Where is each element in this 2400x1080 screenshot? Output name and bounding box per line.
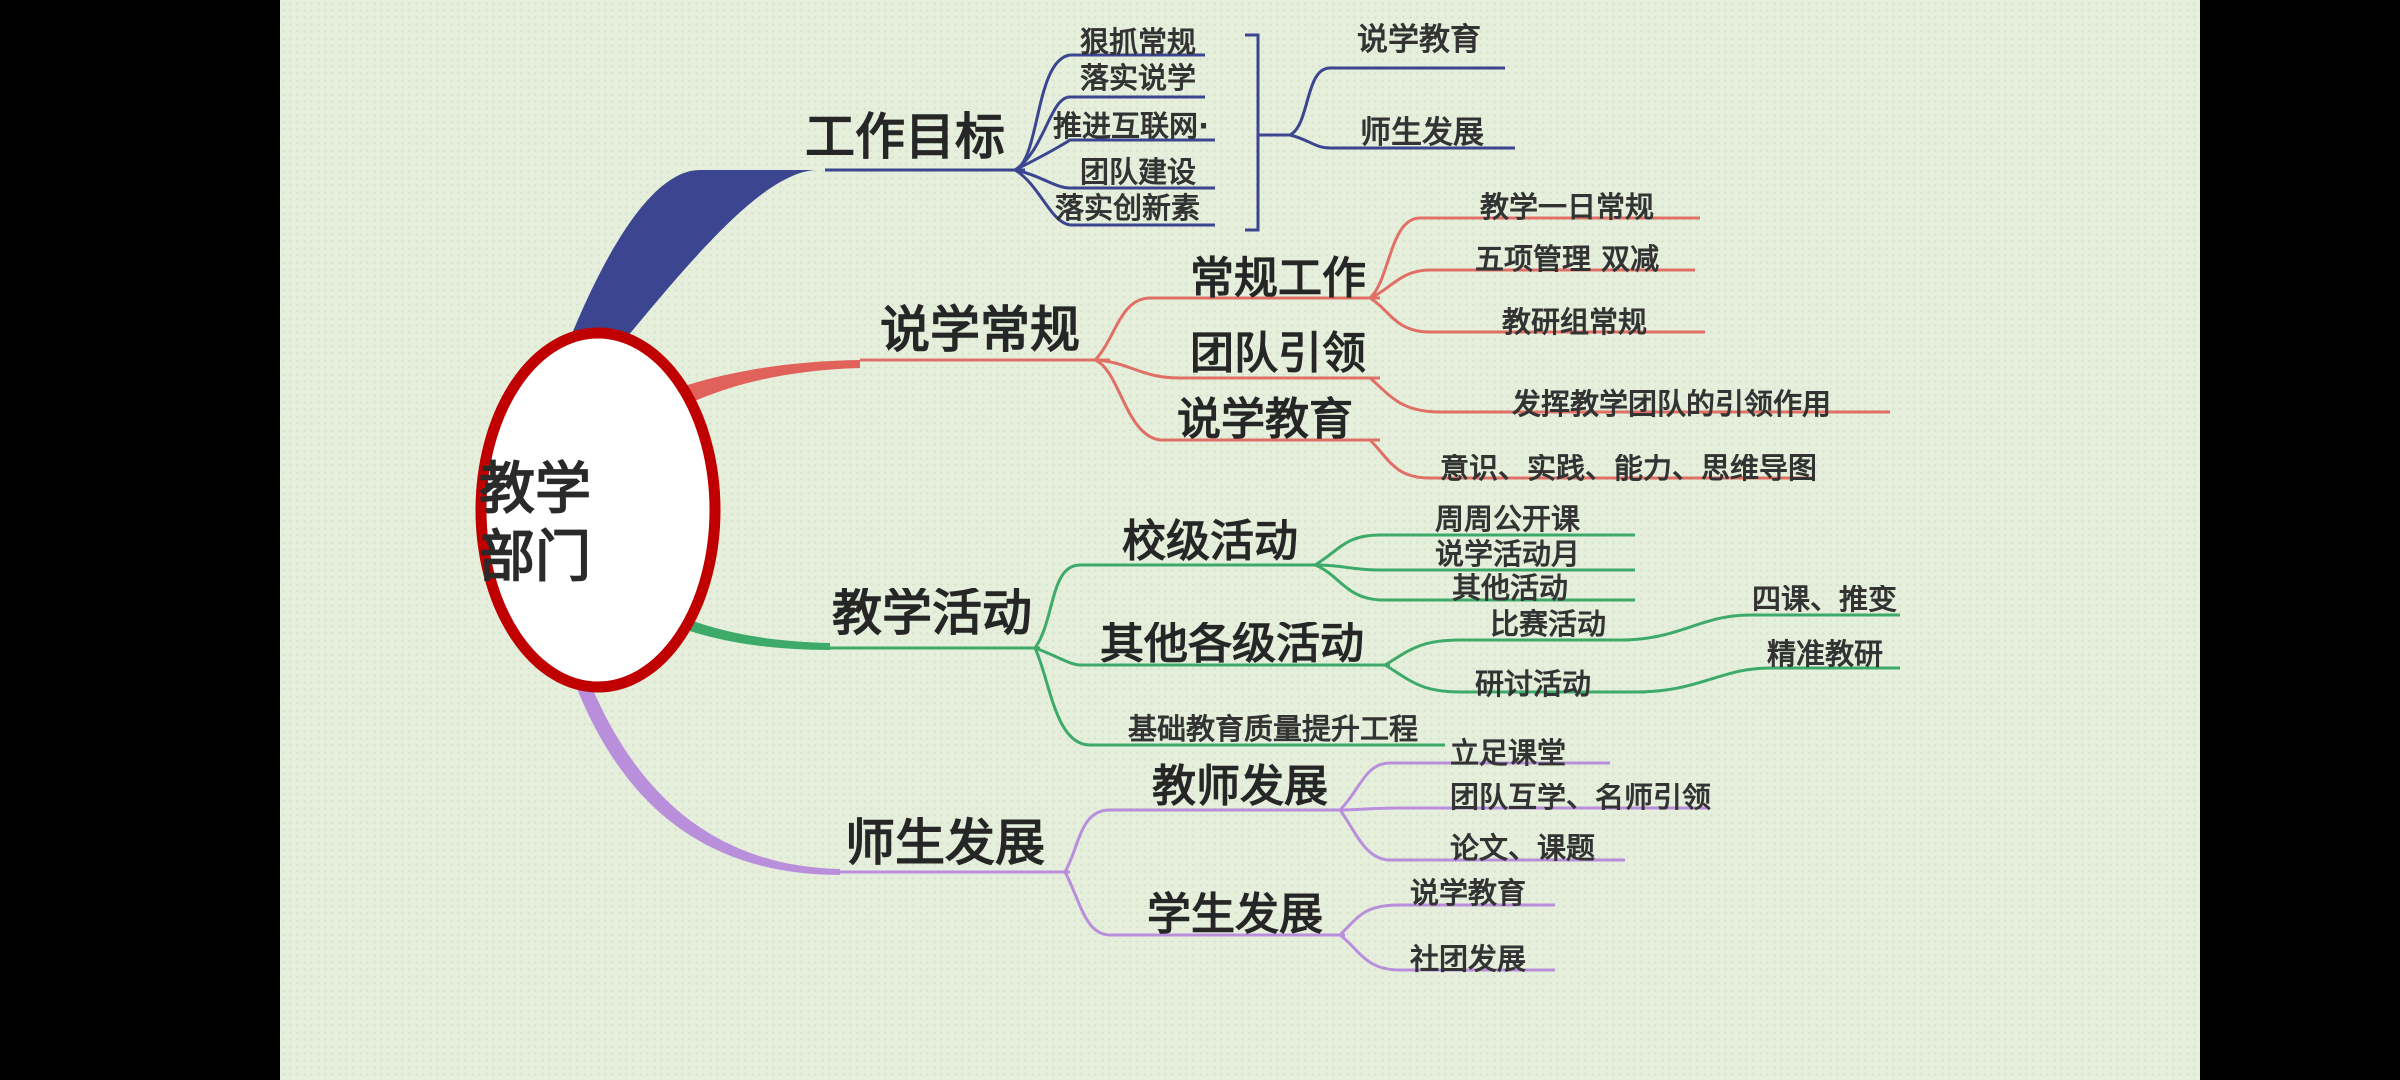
goal-result: 说学教育 [1357, 22, 1481, 58]
activity-other-leaf: 比赛活动 [1490, 607, 1607, 641]
routine-sub: 团队引领 [1190, 328, 1366, 379]
teacher-leaf: 团队互学、名师引领 [1450, 783, 1712, 812]
goal-item: 落实说学 [1080, 61, 1197, 95]
routine-leaf: 发挥教学团队的引领作用 [1512, 387, 1832, 421]
goal-lines [825, 33, 1515, 232]
routine-sub: 常规工作 [1190, 253, 1366, 304]
connector-lines [475, 33, 1900, 972]
activity-other-leaf: 研讨活动 [1475, 667, 1592, 701]
development-lines [840, 761, 1710, 972]
teacher-leaf: 论文、课题 [1450, 831, 1596, 865]
branch-goal-label: 工作目标 [805, 108, 1005, 166]
activity-school-leaf: 说学活动月 [1435, 537, 1581, 571]
root-node-shape [475, 327, 721, 693]
branch-development-connector [548, 600, 840, 875]
activity-school-leaf: 周周公开课 [1435, 502, 1581, 536]
routine-leaf: 意识、实践、能力、思维导图 [1440, 454, 1815, 483]
activity-project: 基础教育质量提升工程 [1128, 712, 1419, 746]
routine-leaf: 五项管理 双减 [1475, 242, 1660, 276]
goal-item: 狠抓常规 [1080, 25, 1197, 59]
mindmap-canvas: 教学 部门 工作目标 狠抓常规 落实说学 推进互联网· 团队建设 落实创新素 说… [280, 0, 2200, 1080]
goal-item: 团队建设 [1080, 155, 1197, 189]
activity-lines [830, 533, 1900, 747]
student-leaf: 说学教育 [1410, 876, 1527, 910]
branch-development-label: 师生发展 [845, 814, 1045, 872]
routine-sub: 说学教育 [1177, 394, 1353, 445]
activity-outcome: 四课、推变 [1752, 585, 1898, 614]
routine-leaf: 教学一日常规 [1480, 190, 1655, 224]
root-line-2: 部门 [479, 525, 591, 590]
activity-school-leaf: 其他活动 [1452, 571, 1569, 605]
teacher-leaf: 立足课堂 [1450, 736, 1567, 770]
goal-result: 师生发展 [1360, 115, 1484, 151]
goal-item: 落实创新素 [1055, 191, 1201, 225]
branch-routine-label: 说学常规 [880, 301, 1080, 359]
student-leaf: 社团发展 [1410, 942, 1527, 976]
root-node: 教学 部门 [450, 456, 620, 592]
development-sub: 学生发展 [1147, 889, 1323, 940]
goal-item: 推进互联网· [1053, 109, 1210, 143]
root-line-1: 教学 [479, 457, 591, 522]
routine-lines [860, 216, 1890, 480]
activity-outcome: 精准教研 [1767, 637, 1884, 671]
activity-sub: 其他各级活动 [1100, 622, 1364, 666]
activity-sub: 校级活动 [1122, 516, 1298, 567]
development-sub: 教师发展 [1152, 761, 1328, 812]
branch-activity-label: 教学活动 [832, 588, 1032, 638]
routine-leaf: 教研组常规 [1502, 305, 1648, 339]
